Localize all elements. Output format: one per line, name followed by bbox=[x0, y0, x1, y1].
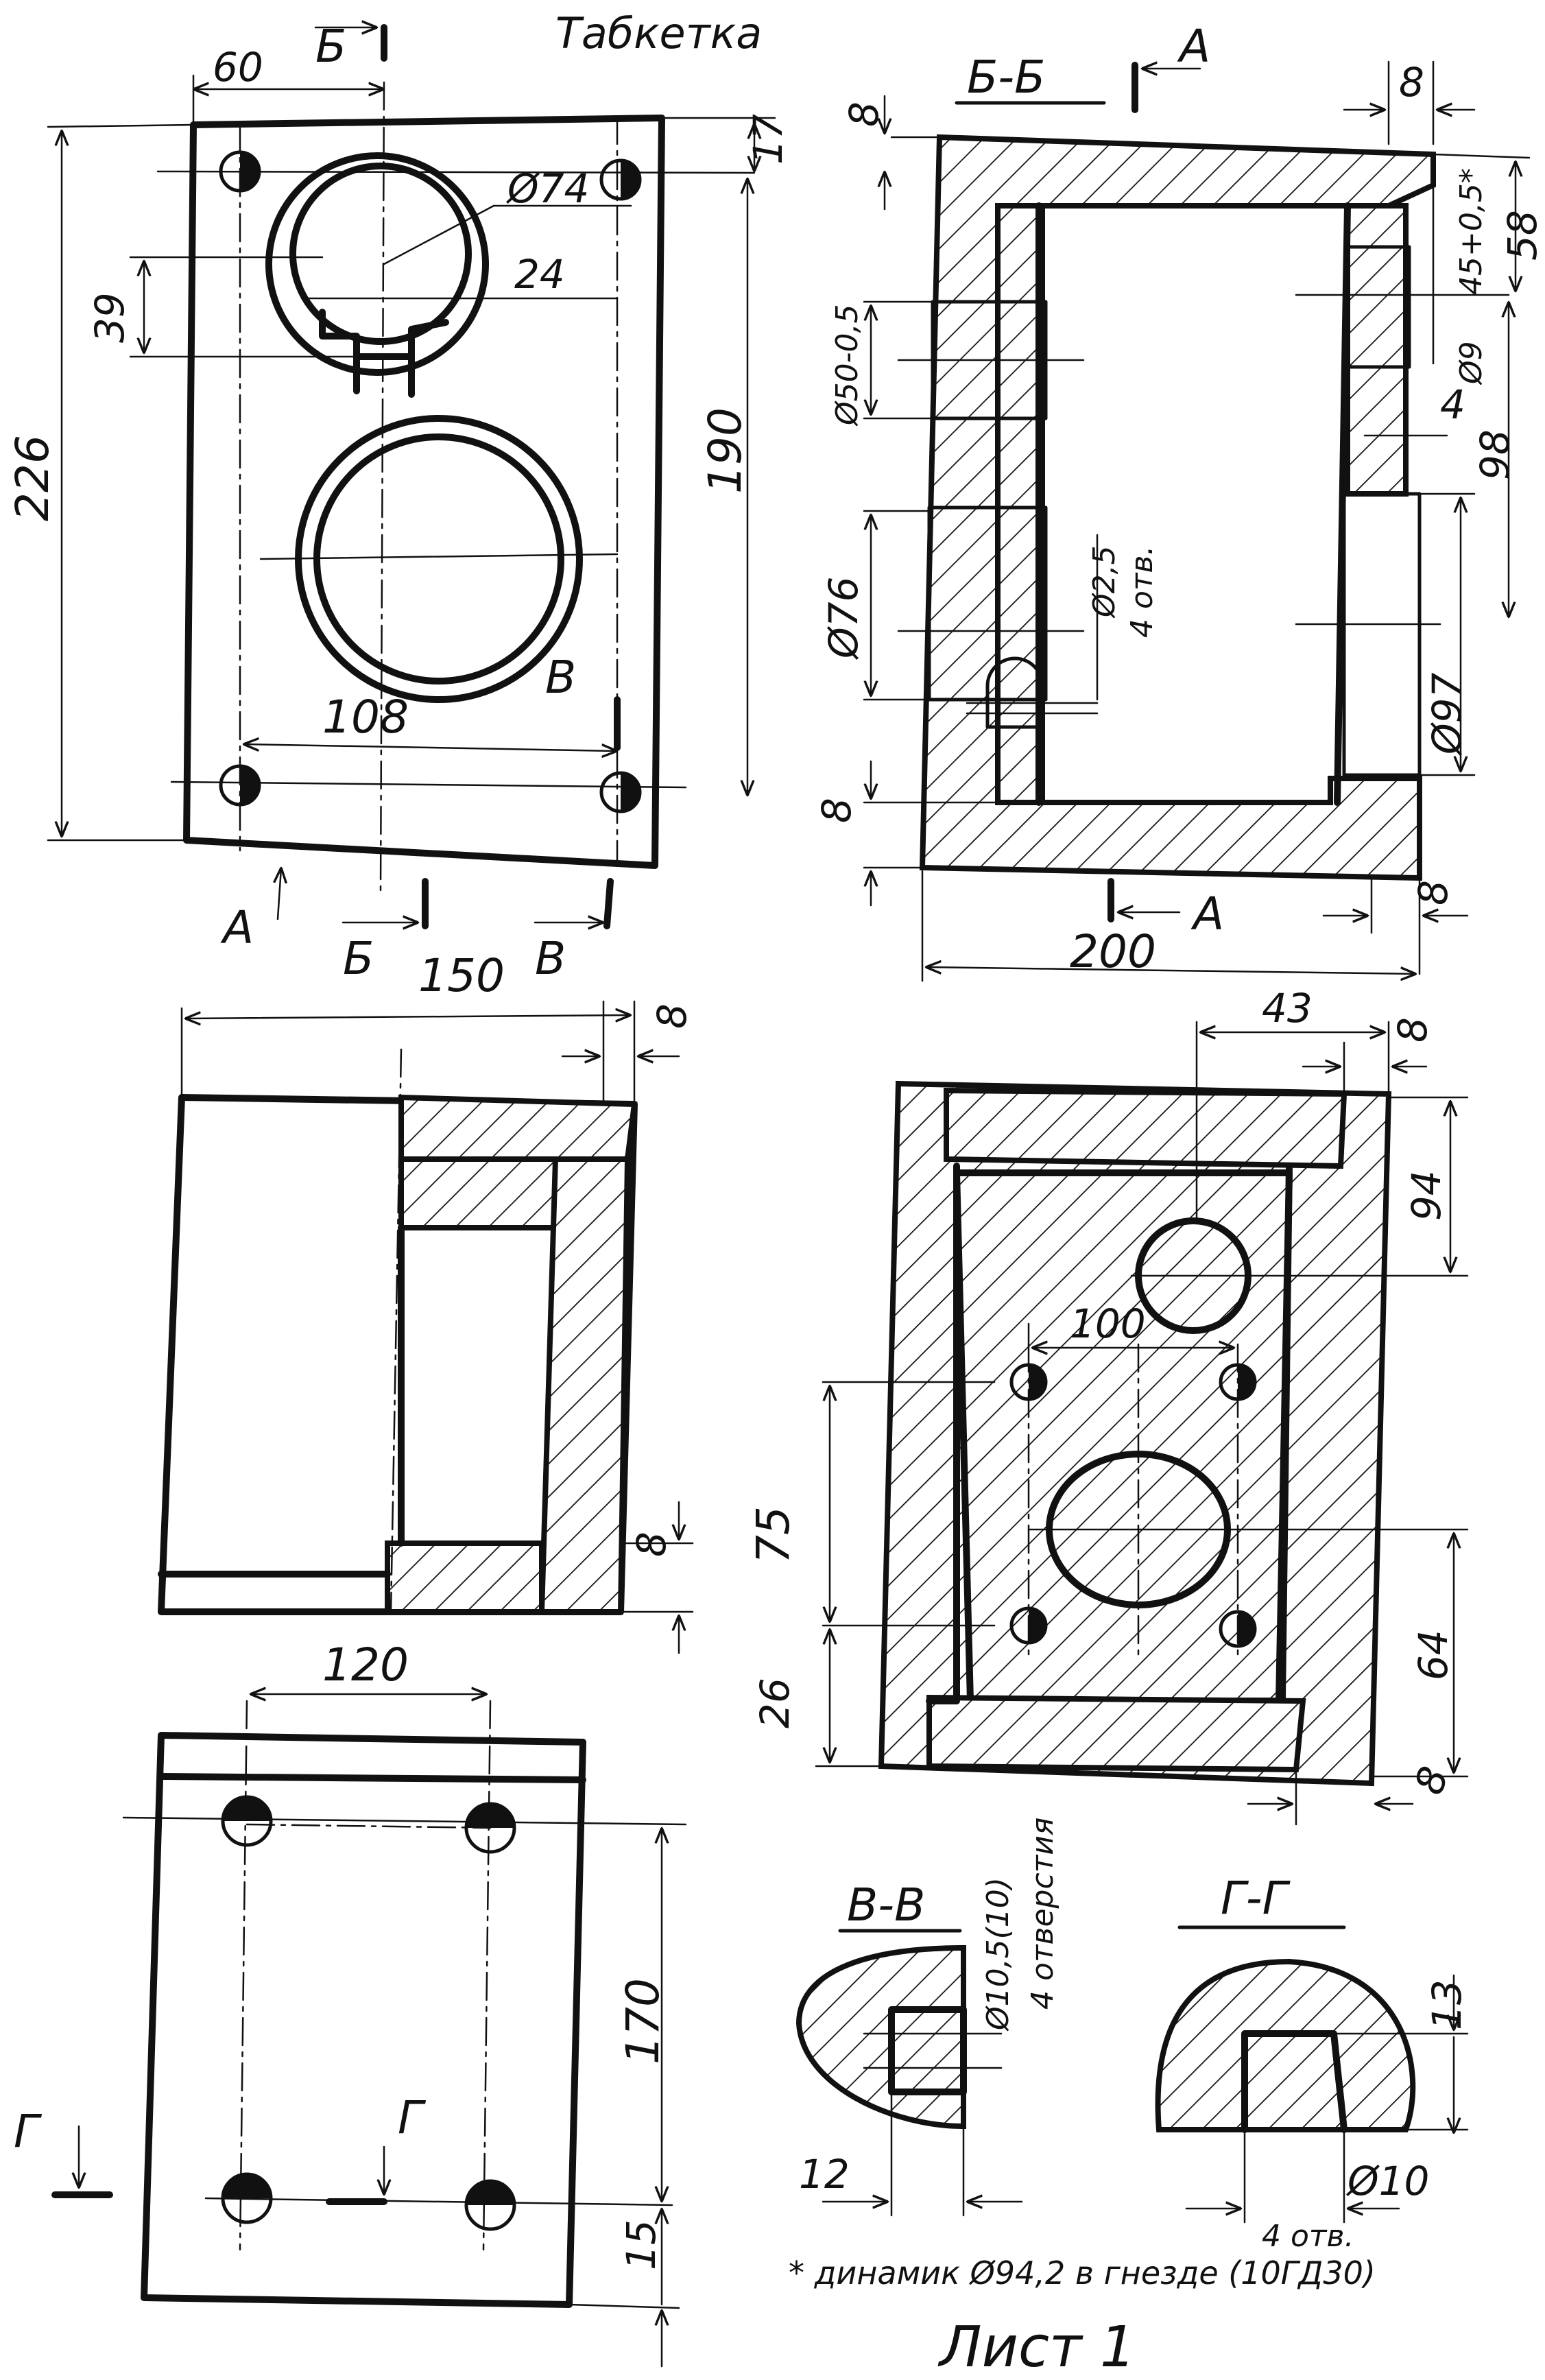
woofer-outer-ring bbox=[295, 415, 583, 703]
section-marker-a-bottom: А bbox=[1190, 888, 1224, 940]
back-dim-8-top: 8 bbox=[1389, 1017, 1436, 1043]
gg-holes: 4 отв. bbox=[1262, 2219, 1354, 2254]
section-vv: В-В 12 Ø10,5(10) 4 отверстия bbox=[795, 1818, 1060, 2217]
mounting-hole bbox=[599, 158, 642, 201]
bottom-dim-170: 170 bbox=[616, 1978, 669, 2064]
mounting-hole bbox=[599, 771, 642, 813]
section-marker-g-right: Г bbox=[398, 2091, 427, 2144]
section-gg: Г-Г 13 Ø10 4 отв. bbox=[1155, 1872, 1470, 2254]
back-dim-64: 64 bbox=[1410, 1630, 1457, 1680]
dim-58: 58 bbox=[1499, 210, 1545, 261]
woofer-opening bbox=[313, 433, 564, 685]
dim-d50: Ø50-0,5 bbox=[830, 305, 865, 427]
dim-200: 200 bbox=[1070, 925, 1156, 978]
bottom-hole bbox=[221, 1795, 273, 1847]
dim-8-bottom-left: 8 bbox=[813, 798, 860, 823]
dim-d76: Ø76 bbox=[820, 577, 867, 660]
vv-dim-d105: Ø10,5(10) bbox=[981, 1877, 1016, 2032]
footnote: * динамик Ø94,2 в гнезде (10ГД30) bbox=[789, 2254, 1376, 2292]
back-dim-26: 26 bbox=[752, 1678, 798, 1728]
dim-8-top: 8 bbox=[841, 102, 887, 127]
tweeter-opening bbox=[289, 163, 472, 345]
drawing-title: Табкетка bbox=[555, 8, 762, 58]
dim-17: 17 bbox=[745, 114, 791, 165]
back-dim-100: 100 bbox=[1070, 1300, 1146, 1347]
dim-24: 24 bbox=[514, 251, 565, 298]
side-dim-8-bottom: 8 bbox=[628, 1532, 675, 1557]
section-marker-g-left: Г bbox=[14, 2105, 43, 2158]
dim-8-bottom-right: 8 bbox=[1410, 880, 1457, 905]
dim-39: 39 bbox=[86, 292, 133, 343]
dim-74: Ø74 bbox=[506, 165, 589, 212]
dim-60: 60 bbox=[213, 44, 263, 91]
bottom-dim-15: 15 bbox=[618, 2220, 664, 2270]
vv-dim-12: 12 bbox=[799, 2151, 850, 2198]
section-title-vv: В-В bbox=[847, 1879, 925, 1931]
mounting-hole bbox=[219, 150, 261, 193]
back-dim-8-bottom: 8 bbox=[1405, 1761, 1458, 1800]
mounting-hole bbox=[219, 764, 261, 807]
front-view: 60 17 Ø74 24 39 226 190 108 150 Б Б В В bbox=[6, 20, 791, 1002]
vv-holes: 4 отверстия bbox=[1025, 1818, 1060, 2010]
section-marker-a: А bbox=[220, 901, 254, 954]
gg-dim-13: 13 bbox=[1424, 1979, 1470, 2030]
section-marker-v-bottom: В bbox=[535, 932, 566, 985]
back-dim-75: 75 bbox=[747, 1506, 800, 1564]
back-dim-43: 43 bbox=[1262, 985, 1313, 1032]
back-dim-94: 94 bbox=[1403, 1170, 1450, 1221]
section-title-bb: Б-Б bbox=[967, 51, 1045, 104]
back-hole bbox=[1219, 1610, 1257, 1648]
gg-dim-d10: Ø10 bbox=[1346, 2158, 1429, 2204]
back-section: 43 8 94 100 75 26 64 8 bbox=[747, 985, 1469, 1826]
dim-108: 108 bbox=[322, 691, 409, 743]
dim-190: 190 bbox=[699, 407, 752, 494]
dim-d25: Ø2,5 bbox=[1087, 545, 1122, 619]
dim-150: 150 bbox=[418, 949, 505, 1002]
dim-d9: Ø9 bbox=[1454, 341, 1489, 385]
bottom-view: 120 170 15 Г Г bbox=[14, 1639, 687, 2368]
bottom-dim-120: 120 bbox=[322, 1639, 409, 1691]
dim-d97: Ø97 bbox=[1424, 672, 1470, 756]
tweeter-outer-ring bbox=[265, 152, 489, 376]
sheet-number: Лист 1 bbox=[937, 2315, 1136, 2380]
section-title-gg: Г-Г bbox=[1221, 1872, 1291, 1925]
dim-45: 45+0,5* bbox=[1454, 168, 1489, 295]
section-marker-b-top: Б bbox=[315, 20, 346, 73]
bottom-hole bbox=[464, 2179, 516, 2231]
section-bb: Б-Б А 8 8 58 bbox=[813, 20, 1545, 982]
section-marker-v-top: В bbox=[545, 651, 576, 704]
dim-8-right: 8 bbox=[1399, 59, 1424, 106]
side-section: 8 8 bbox=[158, 1000, 695, 1654]
dim-98: 98 bbox=[1472, 429, 1518, 480]
section-marker-a-top: А bbox=[1177, 20, 1210, 73]
side-dim-8-top: 8 bbox=[649, 1003, 695, 1029]
dim-226: 226 bbox=[6, 435, 59, 521]
section-marker-b-bottom: Б bbox=[343, 932, 374, 985]
dim-4: 4 bbox=[1440, 381, 1465, 428]
dim-4-holes: 4 отв. bbox=[1125, 546, 1160, 638]
